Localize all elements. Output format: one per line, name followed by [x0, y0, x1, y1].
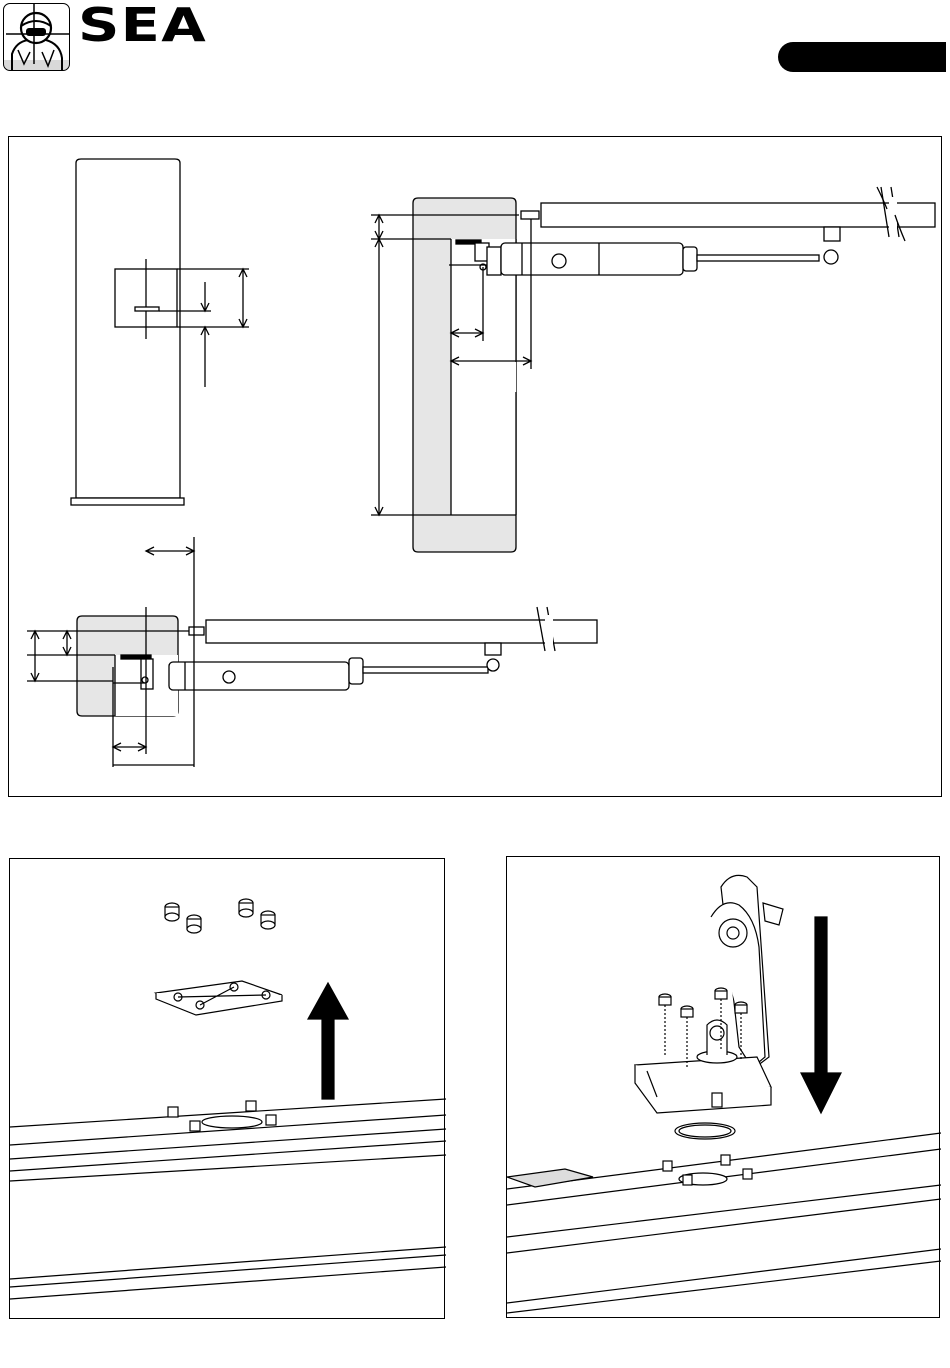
brand-logo [3, 3, 70, 71]
remove-bracket-step-panel [9, 858, 445, 1319]
barrier-post-top-view-icon [371, 187, 935, 552]
dimension-diagram-panel [8, 136, 942, 797]
helmeted-figure-logo-icon [4, 4, 70, 71]
mount-operator-step-panel [506, 856, 940, 1318]
page-tab [778, 42, 946, 72]
barrier-post-front-view-icon [71, 159, 249, 505]
barrier-post-top-view-icon-2 [27, 537, 597, 767]
brand-name: SEA [78, 0, 207, 52]
remove-bracket-arrow-up-icon [10, 859, 446, 1320]
mount-operator-arrow-down-icon [507, 857, 941, 1319]
